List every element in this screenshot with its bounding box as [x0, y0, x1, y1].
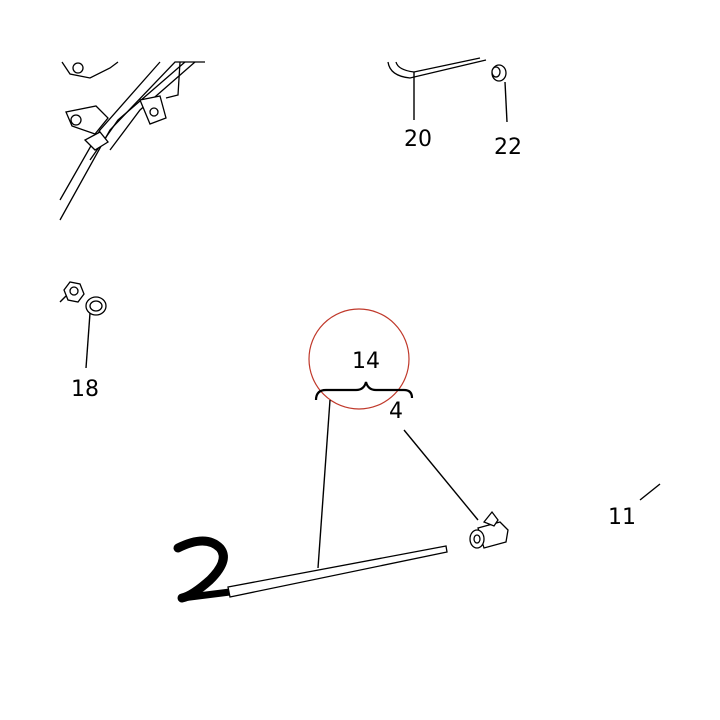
- callout-14: 14: [352, 349, 380, 374]
- leader-4: [403, 429, 479, 521]
- callout-11: 11: [608, 505, 636, 530]
- part-18-nut-washer: [59, 281, 107, 369]
- bracket-brace-14: [314, 381, 414, 401]
- part-14-cable: [173, 536, 448, 603]
- leader-14: [317, 399, 331, 569]
- callout-4: 4: [389, 399, 403, 424]
- highlight-circle: [308, 308, 410, 410]
- callout-18: 18: [71, 377, 99, 402]
- part-22-nut: [491, 64, 508, 123]
- part-20-bracket: [387, 57, 487, 120]
- leader-11: [639, 483, 661, 501]
- frame-bracket-part: [59, 61, 205, 221]
- callout-20: 20: [404, 127, 432, 152]
- callout-22: 22: [494, 135, 522, 160]
- part-4-fitting: [469, 510, 509, 549]
